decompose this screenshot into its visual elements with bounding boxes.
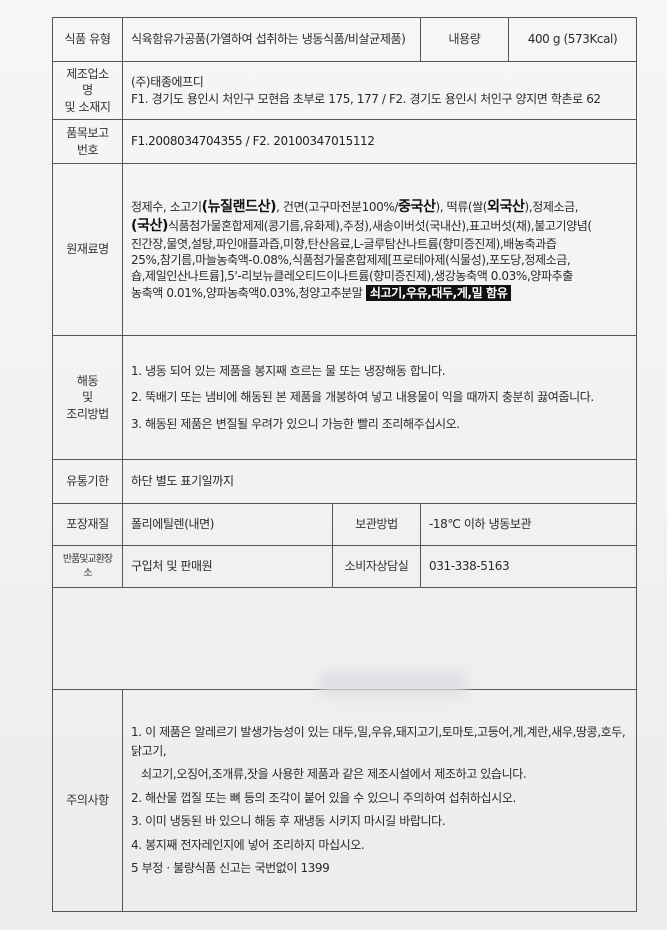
ingredients-label: 원재료명 [52, 163, 123, 336]
cooking-step: 3. 해동된 제품은 변질될 우려가 있으니 가능한 빨리 조리해주십시오. [131, 416, 460, 431]
caution-item: 1. 이 제품은 알레르기 발생가능성이 있는 대두,밀,우유,돼지고기,토마토… [131, 724, 626, 758]
blurred-date-stamp [318, 670, 468, 698]
row-packaging: 포장재질 폴리에틸렌(내면) 보관방법 -18℃ 이하 냉동보관 [52, 503, 637, 546]
expiry-value: 하단 별도 표기일까지 [122, 459, 637, 504]
allergen-badge: 쇠고기,우유,대두,게,밀 함유 [365, 284, 512, 301]
row-food-type: 식품 유형 식육함유가공품(가열하여 섭취하는 냉동식품/비살균제품) 내용량 … [52, 17, 637, 62]
storage-value: -18℃ 이하 냉동보관 [420, 503, 637, 546]
cooking-label: 해동 및 조리방법 [52, 335, 123, 460]
returns-value: 구입처 및 판매원 [122, 545, 333, 588]
packaging-label: 포장재질 [52, 503, 123, 546]
row-expiry: 유통기한 하단 별도 표기일까지 [52, 459, 637, 504]
food-type-value: 식육함유가공품(가열하여 섭취하는 냉동식품/비살균제품) [122, 17, 421, 62]
consumer-center-phone: 031-338-5163 [420, 545, 637, 588]
row-caution: 주의사항 1. 이 제품은 알레르기 발생가능성이 있는 대두,밀,우유,돼지고… [52, 689, 637, 912]
cooking-step: 1. 냉동 되어 있는 제품을 봉지째 흐르는 물 또는 냉장해동 합니다. [131, 364, 446, 379]
caution-label: 주의사항 [52, 689, 123, 912]
food-type-label: 식품 유형 [52, 17, 123, 62]
volume-label: 내용량 [420, 17, 509, 62]
manufacturer-address: F1. 경기도 용인시 처인구 모현읍 초부로 175, 177 / F2. 경… [131, 91, 601, 106]
expiry-label: 유통기한 [52, 459, 123, 504]
report-number-label: 품목보고번호 [52, 119, 123, 164]
caution-item: 2. 해산물 껍질 또는 뼈 등의 조각이 붙어 있을 수 있으니 주의하여 섭… [131, 790, 516, 805]
row-ingredients: 원재료명 정제수, 소고기(뉴질랜드산), 건면(고구마전분100%/중국산),… [52, 163, 637, 336]
caution-item: 5 부정 · 불량식품 신고는 국번없이 1399 [131, 861, 330, 876]
manufacturer-name: (주)태종에프디 [131, 75, 204, 90]
caution-item: 쇠고기,오징어,조개류,잣을 사용한 제품과 같은 제조시설에서 제조하고 있습… [141, 767, 527, 782]
ingredients-value: 정제수, 소고기(뉴질랜드산), 건면(고구마전분100%/중국산), 떡류(쌀… [122, 163, 637, 336]
row-cooking: 해동 및 조리방법 1. 냉동 되어 있는 제품을 봉지째 흐르는 물 또는 냉… [52, 335, 637, 460]
row-returns: 반품및교환장소 구입처 및 판매원 소비자상담실 031-338-5163 [52, 545, 637, 588]
storage-label: 보관방법 [332, 503, 421, 546]
cooking-step: 2. 뚝배기 또는 냄비에 해동된 본 제품을 개봉하여 넣고 내용물이 익을 … [131, 390, 594, 405]
returns-label: 반품및교환장소 [52, 545, 123, 588]
manufacturer-label: 제조업소명 및 소재지 [52, 61, 123, 120]
report-number-value: F1.2008034704355 / F2. 20100347015112 [122, 119, 637, 164]
cooking-steps: 1. 냉동 되어 있는 제품을 봉지째 흐르는 물 또는 냉장해동 합니다. 2… [122, 335, 637, 460]
consumer-center-label: 소비자상담실 [332, 545, 421, 588]
volume-value: 400 g (573Kcal) [508, 17, 637, 62]
row-manufacturer: 제조업소명 및 소재지 (주)태종에프디 F1. 경기도 용인시 처인구 모현읍… [52, 61, 637, 120]
manufacturer-value: (주)태종에프디 F1. 경기도 용인시 처인구 모현읍 초부로 175, 17… [122, 61, 637, 120]
row-report-number: 품목보고번호 F1.2008034704355 / F2. 2010034701… [52, 119, 637, 164]
caution-item: 4. 봉지째 전자레인지에 넣어 조리하지 마십시오. [131, 837, 365, 852]
packaging-value: 폴리에틸렌(내면) [122, 503, 333, 546]
caution-list: 1. 이 제품은 알레르기 발생가능성이 있는 대두,밀,우유,돼지고기,토마토… [122, 689, 637, 912]
caution-item: 3. 이미 냉동된 바 있으니 해동 후 재냉동 시키지 마시길 바랍니다. [131, 814, 446, 829]
food-label-table: 식품 유형 식육함유가공품(가열하여 섭취하는 냉동식품/비살균제품) 내용량 … [52, 17, 637, 912]
